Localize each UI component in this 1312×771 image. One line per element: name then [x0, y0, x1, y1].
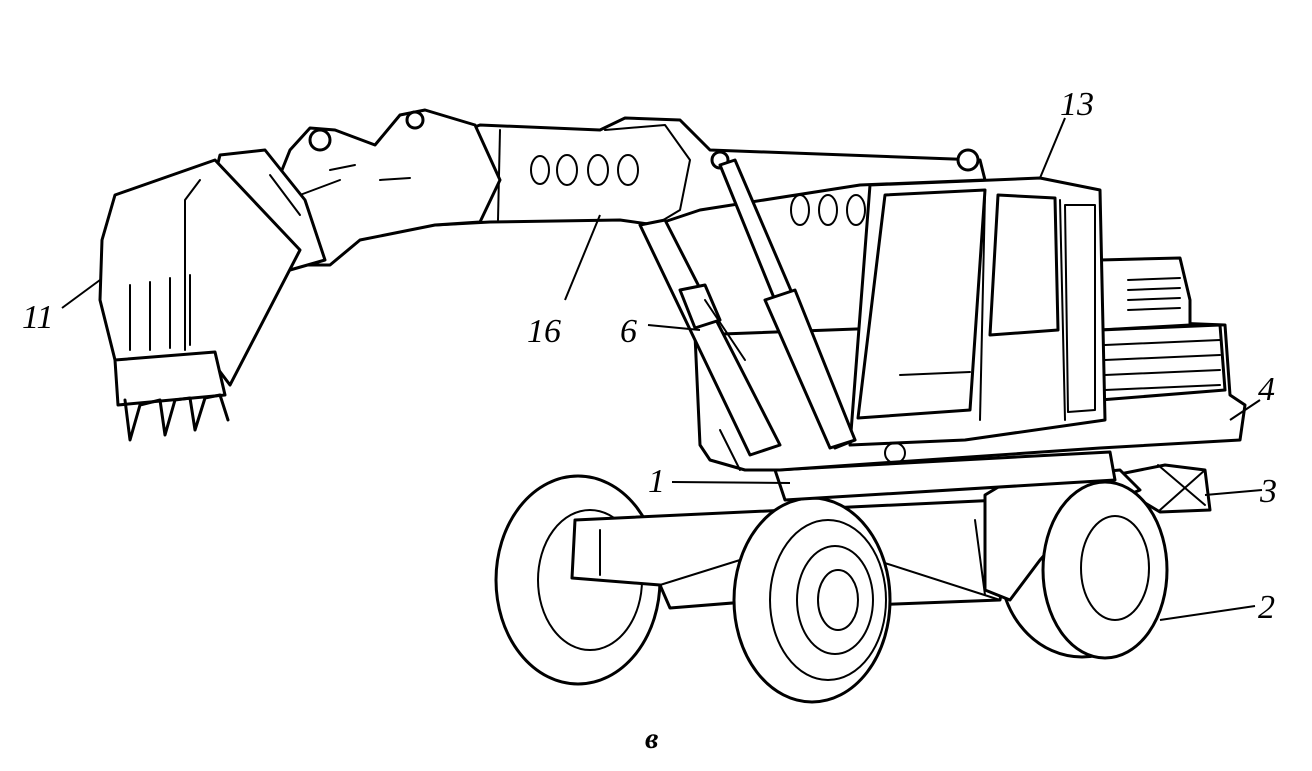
arm-stick: [273, 108, 502, 267]
slewing-ring: [773, 450, 1117, 502]
leader-lines: [61, 117, 1263, 621]
label-13: 13: [1060, 86, 1094, 123]
operator-cab: [848, 176, 1107, 447]
engine-housing: [1098, 256, 1227, 402]
front-wheel: [732, 496, 892, 704]
bucket: [98, 158, 302, 442]
label-1: 1: [648, 463, 665, 500]
figure-caption: в: [645, 722, 658, 755]
label-3: 3: [1259, 473, 1277, 510]
label-4: 4: [1258, 371, 1275, 408]
label-16: 16: [527, 313, 561, 350]
boom-cylinder: [638, 158, 857, 457]
label-2: 2: [1258, 589, 1275, 626]
label-11: 11: [22, 299, 53, 336]
rear-right-front-wheel: [1041, 480, 1169, 660]
label-6: 6: [620, 313, 637, 350]
